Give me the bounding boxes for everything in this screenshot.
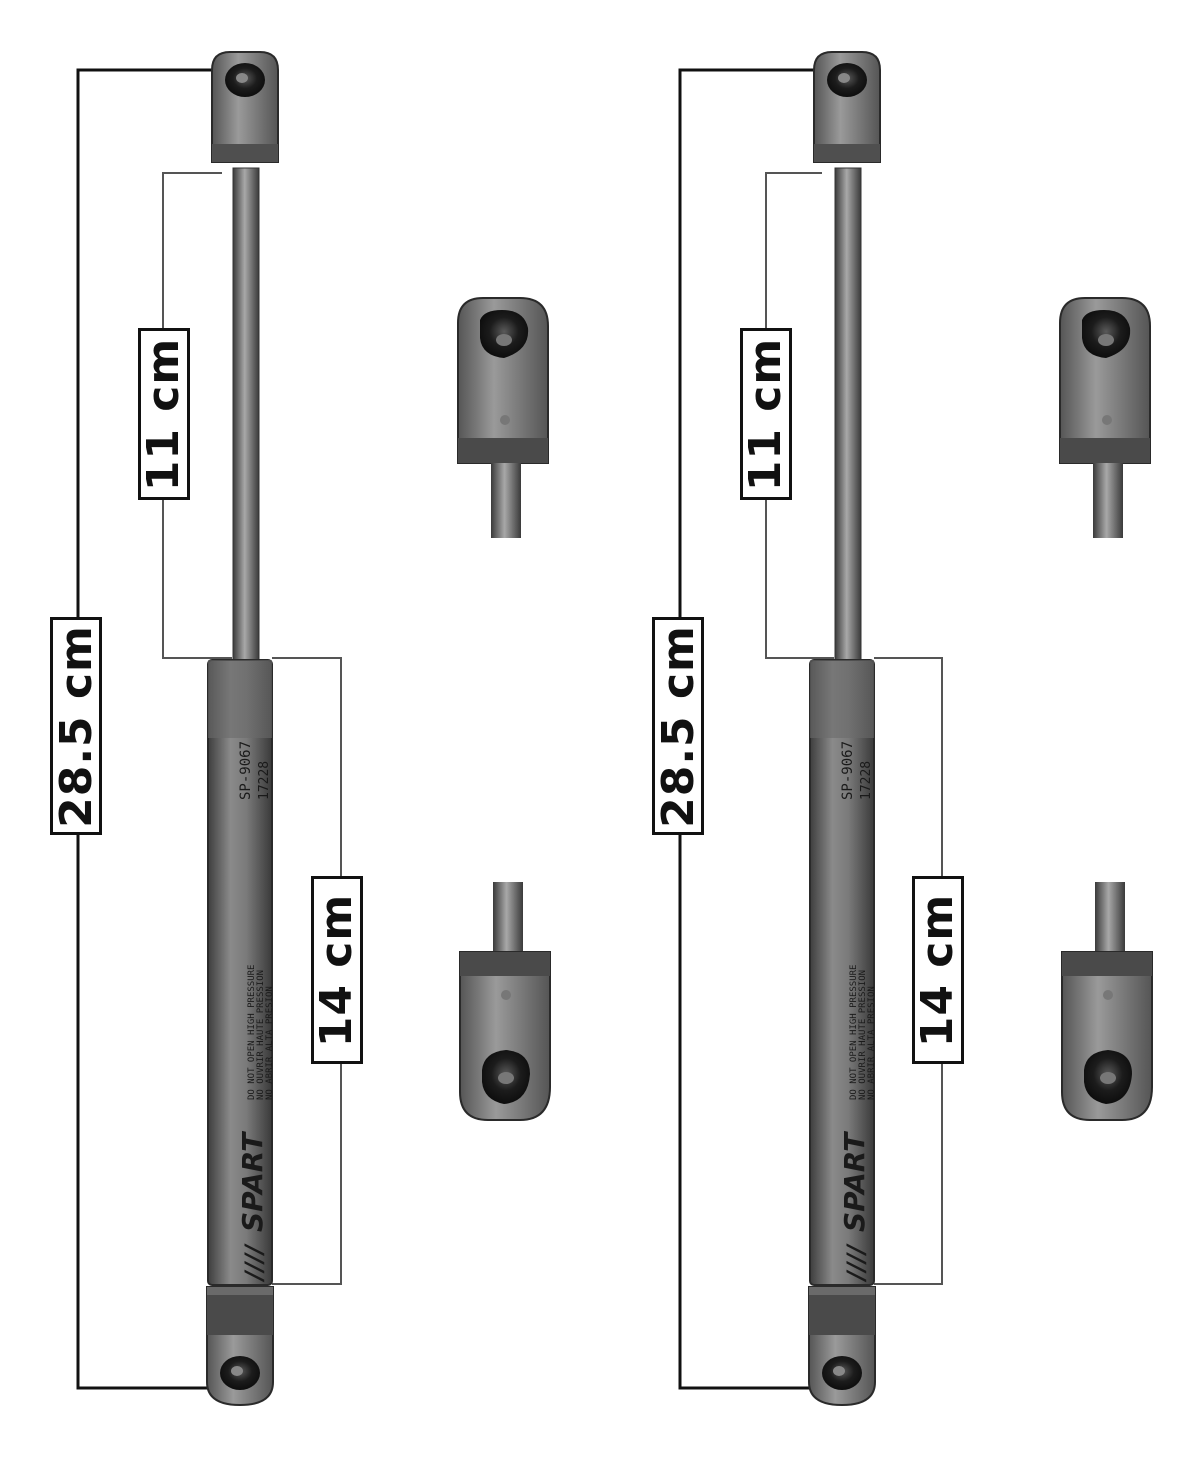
total-length-label: 28.5 cm [652,617,704,835]
batch-text: 17228 [859,761,874,800]
end-fitting-detail-bottom-right [1061,881,1153,1121]
brand-stripes: //// [842,1243,870,1283]
brand-logo: SPART [838,1131,871,1232]
warning-line-2: NO OUVRIR HAUTE PRESSION [256,970,266,1100]
total-length-label: 28.5 cm [50,617,102,835]
gas-strut-left: SP-9067 17228 DO NOT OPEN HIGH PRESSURE … [76,51,342,1406]
body-length-label: 14 cm [912,876,964,1064]
brand-logo: SPART [236,1131,269,1232]
brand-stripes: //// [240,1243,268,1283]
gas-strut-right: SP-9067 17228 DO NOT OPEN HIGH PRESSURE … [678,51,943,1406]
part-number-text: SP-9067 [840,741,856,800]
body-length-label: 14 cm [311,876,363,1064]
warning-line-3: NO ABRIR ALTA PRESION [265,986,275,1100]
part-number-text: SP-9067 [238,741,254,800]
rod-length-label: 11 cm [740,328,792,500]
end-fitting-detail-top-left [457,297,549,539]
warning-line-3: NO ABRIR ALTA PRESION [867,986,877,1100]
warning-line-1: DO NOT OPEN HIGH PRESSURE [247,965,257,1100]
end-fitting-detail-bottom-left [459,881,551,1121]
warning-line-1: DO NOT OPEN HIGH PRESSURE [849,965,859,1100]
end-fitting-detail-top-right [1059,297,1151,539]
warning-line-2: NO OUVRIR HAUTE PRESSION [858,970,868,1100]
batch-text: 17228 [257,761,272,800]
rod-length-label: 11 cm [138,328,190,500]
